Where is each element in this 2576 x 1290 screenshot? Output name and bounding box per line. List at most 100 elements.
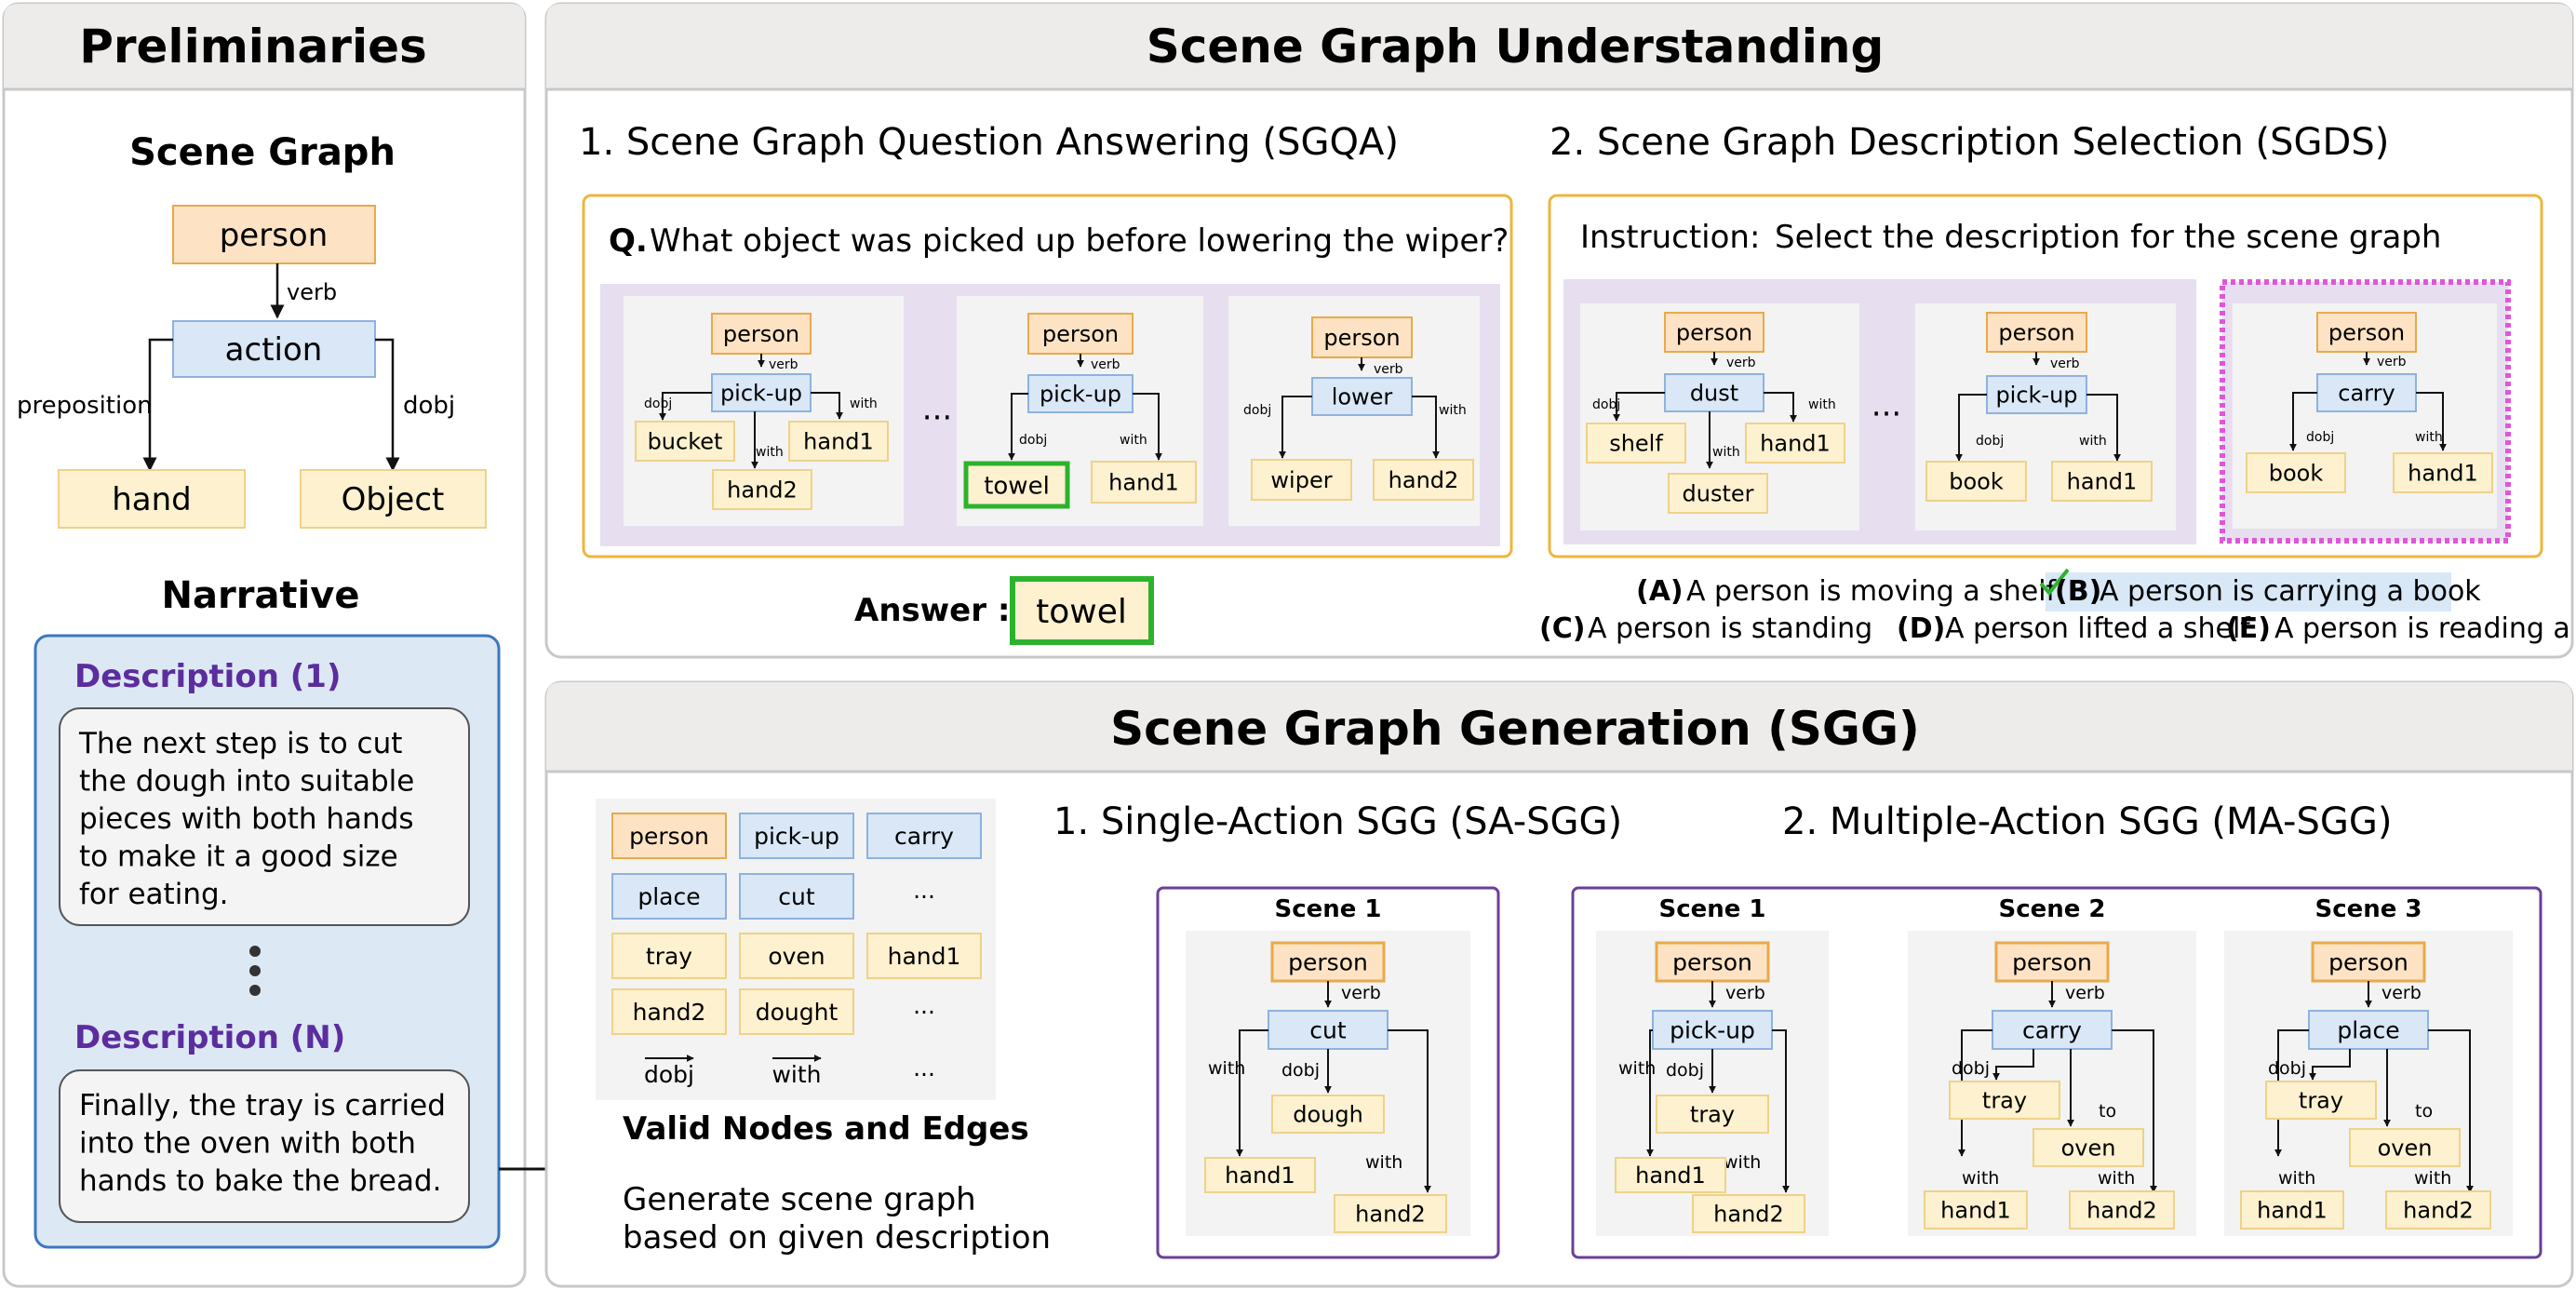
scene-graph-title: Scene Graph bbox=[129, 131, 396, 174]
hand1-label: hand1 bbox=[1108, 470, 1179, 496]
with-edge-right bbox=[1772, 1029, 1790, 1193]
valid-node-label: place bbox=[637, 883, 700, 910]
hand1-label: hand1 bbox=[1225, 1162, 1295, 1189]
valid-node-ellipsis: ··· bbox=[913, 999, 935, 1026]
vertical-ellipsis-dot bbox=[249, 985, 261, 996]
with-edge-left bbox=[1646, 1029, 1654, 1157]
hand2-label: hand2 bbox=[1713, 1202, 1784, 1228]
book-node: book bbox=[2246, 452, 2346, 493]
person-node: person bbox=[1270, 941, 1386, 983]
person-label: person bbox=[1998, 320, 2074, 346]
dobj-label: dobj bbox=[1019, 433, 1047, 448]
description-1-card bbox=[59, 707, 470, 926]
answer-value: towel bbox=[1036, 593, 1127, 631]
hand2-label: hand2 bbox=[727, 477, 798, 504]
valid-node-box bbox=[611, 873, 727, 920]
valid-node-node: carry bbox=[866, 813, 982, 859]
valid-node-label: person bbox=[629, 823, 709, 850]
wiper-label: wiper bbox=[1270, 467, 1332, 493]
person-label: person bbox=[1042, 321, 1119, 347]
preliminaries-panel: Preliminaries Scene Graph person verb ac… bbox=[2, 2, 527, 1288]
with-edge bbox=[811, 392, 843, 420]
hand1-label: hand1 bbox=[2257, 1198, 2328, 1224]
action-node: lower bbox=[1311, 377, 1413, 416]
generate-instruction-line1: Generate scene graph bbox=[623, 1181, 976, 1218]
verb-label: verb bbox=[1341, 983, 1381, 1003]
action-label: lower bbox=[1332, 384, 1393, 410]
person-node: person bbox=[1311, 316, 1413, 358]
hand1-box bbox=[2051, 461, 2153, 502]
dobj-edge bbox=[2289, 392, 2317, 451]
valid-node-box bbox=[739, 933, 854, 979]
with-edge bbox=[1764, 392, 1797, 423]
valid-node-node: hand1 bbox=[866, 933, 982, 979]
question-prefix: Q. bbox=[609, 222, 648, 260]
with-edge bbox=[2086, 394, 2121, 462]
action-label: carry bbox=[2022, 1017, 2082, 1044]
valid-node-label: tray bbox=[646, 943, 692, 970]
option-e-text: A person is reading a book bbox=[2274, 612, 2576, 645]
dobj-label: dobj bbox=[1976, 434, 2004, 449]
with-label: with bbox=[1208, 1058, 1245, 1079]
verb-label: verb bbox=[2065, 983, 2105, 1003]
hand2-box bbox=[2069, 1190, 2175, 1230]
scene-title: Scene 2 bbox=[1998, 895, 2105, 923]
dobj-label: dobj bbox=[1281, 1060, 1320, 1081]
shelf-box bbox=[1586, 423, 1686, 464]
person-box bbox=[2316, 312, 2417, 353]
person-box bbox=[1311, 316, 1413, 358]
person-box bbox=[1994, 941, 2110, 983]
duster-node: duster bbox=[1668, 473, 1768, 514]
book-box bbox=[2246, 452, 2346, 493]
hand2-box bbox=[1692, 1194, 1805, 1233]
verb-label: verb bbox=[287, 279, 337, 305]
towel-label: towel bbox=[984, 472, 1050, 500]
person-node: person bbox=[1655, 941, 1770, 983]
action-node: place bbox=[2308, 1010, 2429, 1050]
vertical-ellipsis-dot bbox=[249, 965, 261, 976]
with-label: with bbox=[2414, 1168, 2451, 1189]
person-box bbox=[1027, 313, 1134, 355]
duster-box bbox=[1668, 473, 1768, 514]
hand1-node: hand1 bbox=[1091, 461, 1197, 504]
valid-node-box bbox=[611, 933, 727, 979]
instruction-label: Instruction: bbox=[1580, 219, 1760, 256]
action-label: cut bbox=[1309, 1017, 1347, 1044]
object-box bbox=[1656, 1095, 1769, 1134]
action-box bbox=[2308, 1010, 2429, 1050]
hand1-node: hand1 bbox=[788, 421, 889, 462]
duster-label: duster bbox=[1683, 481, 1754, 507]
person-label: person bbox=[723, 321, 799, 347]
hand2-label: hand2 bbox=[2086, 1198, 2157, 1224]
hand1-box bbox=[1091, 461, 1197, 504]
valid-node-label: hand2 bbox=[633, 999, 706, 1026]
sgqa-heading: 1. Scene Graph Question Answering (SGQA) bbox=[579, 121, 1399, 164]
option-b-text: A person is carrying a book bbox=[2100, 575, 2481, 608]
tray-label: tray bbox=[1982, 1088, 2027, 1114]
preliminaries-title: Preliminaries bbox=[79, 20, 427, 74]
hand2-box bbox=[712, 469, 812, 510]
action-node bbox=[172, 320, 376, 378]
hand2-node: hand2 bbox=[2069, 1190, 2175, 1230]
dobj-label: dobj bbox=[644, 396, 672, 411]
tray-box bbox=[1949, 1081, 2060, 1120]
hand1-label: hand1 bbox=[1635, 1162, 1706, 1189]
person-box bbox=[1655, 941, 1770, 983]
person-node: person bbox=[1986, 312, 2087, 353]
person-label: person bbox=[1323, 325, 1400, 351]
valid-node-node: place bbox=[611, 873, 727, 920]
valid-node-node: cut bbox=[739, 873, 854, 920]
with-label: with bbox=[1808, 397, 1836, 412]
hand1-node: hand1 bbox=[1745, 423, 1845, 464]
generate-instruction-line2: based on given description bbox=[623, 1219, 1051, 1256]
with-label: with bbox=[1120, 433, 1147, 448]
person-label: person bbox=[1288, 949, 1368, 976]
valid-node-box bbox=[866, 813, 982, 859]
dobj-label: dobj bbox=[1243, 403, 1271, 418]
narrative-title: Narrative bbox=[162, 574, 360, 617]
verb-label: verb bbox=[769, 357, 798, 372]
